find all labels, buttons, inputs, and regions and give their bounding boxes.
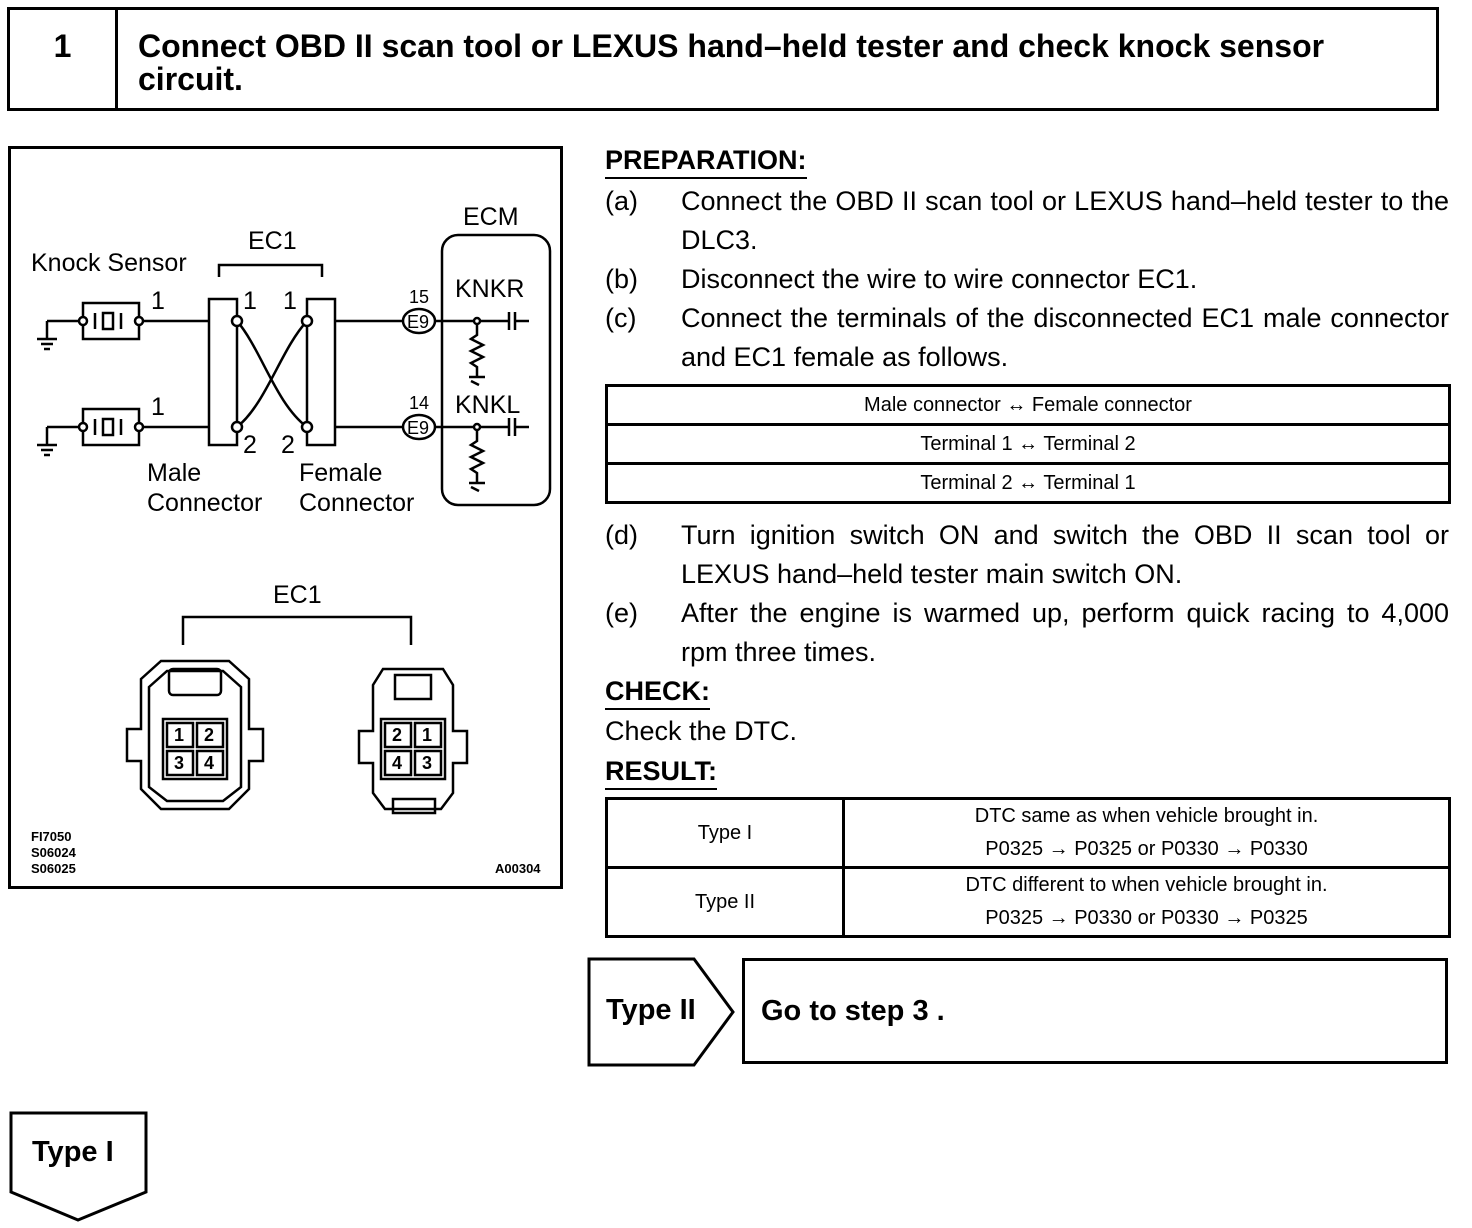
ref-code: S06024: [31, 845, 77, 860]
male-connector-housing: [125, 659, 265, 811]
goto-step-box: Go to step 3 .: [742, 958, 1448, 1064]
female-connector-label-2: Connector: [299, 489, 414, 517]
female-pin-label: 2: [392, 725, 402, 745]
prep-item-tag: (b): [605, 264, 638, 294]
prep-item-text: Connect the terminals of the disconnecte…: [681, 303, 1449, 372]
female-connector-body: [305, 297, 337, 447]
prep-item-tag: (c): [605, 303, 637, 333]
prep-item-tag: (e): [605, 598, 638, 628]
ec1-bracket-top: [217, 263, 324, 277]
sensor-pin-1b: 1: [151, 393, 165, 421]
step-header: 1 Connect OBD II scan tool or LEXUS hand…: [7, 7, 1439, 111]
result-desc-line: P0325 → P0330 or P0330 → P0325: [985, 907, 1308, 929]
result-heading: RESULT:: [605, 756, 717, 790]
prep-item-d: (d) Turn ignition switch ON and switch t…: [605, 516, 1449, 594]
male-pin-label: 2: [204, 725, 214, 745]
female-connector-label-1: Female: [299, 459, 382, 487]
ref-code: FI7050: [31, 829, 71, 844]
male-pin-1: 1: [243, 287, 257, 315]
female-pin-label: 4: [392, 753, 402, 773]
table-row: Terminal 2 ↔ Terminal 1: [605, 462, 1451, 504]
step-number: 1: [53, 28, 72, 64]
step-title: Connect OBD II scan tool or LEXUS hand–h…: [138, 28, 1325, 97]
result-type-cell: Type I: [605, 797, 845, 869]
ecm-box: [440, 233, 552, 507]
table-cell: Terminal 2 ↔ Terminal 1: [605, 462, 1451, 504]
result-desc-cell: DTC different to when vehicle brought in…: [842, 866, 1451, 938]
knock-sensor-bottom: [81, 407, 141, 447]
result-table: Type I DTC same as when vehicle brought …: [605, 797, 1451, 938]
check-heading: CHECK:: [605, 676, 710, 710]
preparation-heading: PREPARATION:: [605, 145, 807, 179]
knock-sensor-label: Knock Sensor: [31, 249, 187, 277]
knkl-label: KNKL: [455, 391, 520, 419]
step-number-cell: 1: [10, 10, 118, 108]
result-desc-line: DTC same as when vehicle brought in.: [974, 805, 1319, 827]
knkr-label: KNKR: [455, 275, 524, 303]
male-connector-label-1: Male: [147, 459, 201, 487]
female-pin-label: 1: [422, 725, 432, 745]
male-pin-label: 4: [204, 753, 214, 773]
prep-item-tag: (d): [605, 520, 638, 550]
wiring-diagram-figure: ECM EC1 Knock Sensor 1 1 1 2 1 2 15 14 E…: [8, 146, 563, 889]
result-desc-cell: DTC same as when vehicle brought in. P03…: [842, 797, 1451, 869]
type1-arrow-shape: [9, 1111, 148, 1222]
knock-sensor-top: [81, 301, 141, 341]
male-connector-body: [207, 297, 239, 447]
pin-14: 14: [409, 393, 429, 413]
table-row: Type II DTC different to when vehicle br…: [605, 866, 1451, 938]
prep-item-text: Turn ignition switch ON and switch the O…: [681, 520, 1449, 589]
male-pin-label: 3: [174, 753, 184, 773]
table-row: Male connector ↔ Female connector: [605, 384, 1451, 426]
goto-step-text: Go to step 3 .: [761, 995, 945, 1027]
ec1-label-top: EC1: [248, 227, 297, 255]
connection-table: Male connector ↔ Female connector Termin…: [605, 384, 1451, 504]
prep-item-b: (b) Disconnect the wire to wire connecto…: [605, 260, 1449, 299]
result-type-cell: Type II: [605, 866, 845, 938]
result-desc-line: P0325 → P0325 or P0330 → P0330: [985, 838, 1308, 860]
prep-item-text: Disconnect the wire to wire connector EC…: [681, 264, 1198, 294]
ecm-label: ECM: [463, 203, 519, 231]
prep-item-a: (a) Connect the OBD II scan tool or LEXU…: [605, 182, 1449, 260]
pin-15: 15: [409, 287, 429, 307]
type1-label: Type I: [32, 1136, 114, 1168]
wiring-diagram-svg: ECM EC1 Knock Sensor 1 1 1 2 1 2 15 14 E…: [31, 203, 552, 876]
female-pin-label: 3: [422, 753, 432, 773]
table-row: Type I DTC same as when vehicle brought …: [605, 797, 1451, 869]
type2-arrow-shape: [587, 957, 735, 1067]
ec1-label-bottom: EC1: [273, 581, 322, 609]
ref-code: S06025: [31, 861, 76, 876]
prep-item-e: (e) After the engine is warmed up, perfo…: [605, 594, 1449, 672]
type2-label: Type II: [606, 994, 696, 1026]
prep-item-c: (c) Connect the terminals of the disconn…: [605, 299, 1449, 377]
female-pin-1: 1: [283, 287, 297, 315]
figure-id: A00304: [495, 861, 541, 876]
table-cell: Male connector ↔ Female connector: [605, 384, 1451, 426]
ec1-bracket-bottom: [181, 615, 413, 645]
prep-item-text: After the engine is warmed up, perform q…: [681, 598, 1449, 667]
prep-item-text: Connect the OBD II scan tool or LEXUS ha…: [681, 186, 1449, 255]
female-connector-housing: [357, 667, 469, 811]
table-cell: Terminal 1 ↔ Terminal 2: [605, 423, 1451, 465]
female-pin-2: 2: [281, 431, 295, 459]
male-connector-label-2: Connector: [147, 489, 262, 517]
e9-bottom: E9: [407, 418, 429, 438]
sensor-pin-1a: 1: [151, 287, 165, 315]
table-row: Terminal 1 ↔ Terminal 2: [605, 423, 1451, 465]
e9-top: E9: [407, 312, 429, 332]
male-pin-2: 2: [243, 431, 257, 459]
male-pin-label: 1: [174, 725, 184, 745]
result-desc-line: DTC different to when vehicle brought in…: [965, 874, 1328, 896]
check-text: Check the DTC.: [605, 716, 798, 746]
prep-item-tag: (a): [605, 186, 638, 216]
